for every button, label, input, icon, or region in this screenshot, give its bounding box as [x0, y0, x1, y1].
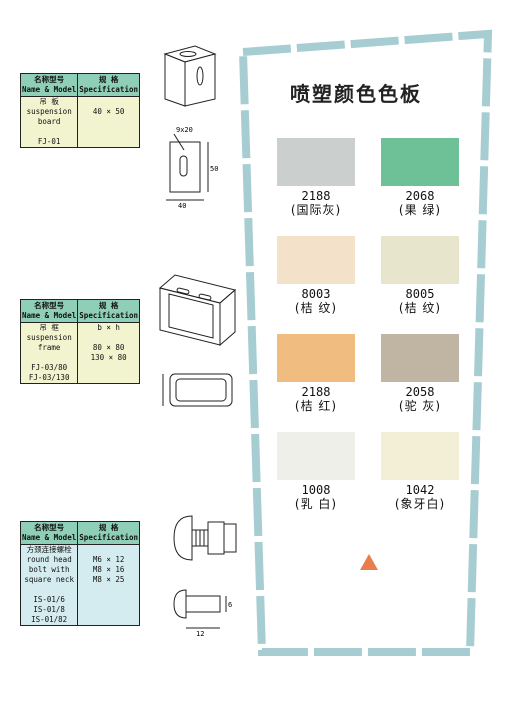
product-name-en: suspension — [26, 333, 72, 342]
header-specification: 规 格 Specification — [77, 521, 140, 545]
swatch-name: (果 绿) — [398, 203, 442, 217]
dim-label-slot: 9x20 — [176, 126, 193, 134]
product-name-cell: 吊 框 suspension frame FJ-03/80 FJ-03/130 — [19, 322, 79, 384]
swatch-name: (象牙白) — [394, 497, 446, 511]
bolt-3d-drawing — [173, 515, 237, 561]
color-swatch — [277, 432, 355, 480]
model-code: IS-01/82 — [31, 615, 68, 624]
header-name-model: 名称型号 Name & Model — [19, 521, 79, 545]
model-code: IS-01/8 — [33, 605, 65, 614]
dim-label-height: 50 — [210, 165, 218, 173]
header-spec-cn: 规 格 — [98, 75, 119, 84]
dim-label-bolt-diameter: 6 — [228, 601, 232, 609]
header-name-cn: 名称型号 — [34, 523, 65, 532]
color-swatch — [381, 236, 459, 284]
color-swatch — [277, 138, 355, 186]
header-specification: 规 格 Specification — [77, 73, 140, 97]
product-name-en: bolt with — [28, 565, 70, 574]
product-name-en: round head — [26, 555, 72, 564]
header-name-cn: 名称型号 — [34, 75, 65, 84]
suspension-frame-3d-drawing — [158, 274, 237, 347]
product-name-cn: 吊 框 — [39, 323, 59, 332]
spec-cell: b × h 80 × 80 130 × 80 — [77, 322, 140, 384]
product-name-en: frame — [37, 343, 61, 352]
product-name-en: suspension — [26, 107, 72, 116]
panel-title: 喷塑颜色色板 — [290, 82, 422, 106]
product-name-cn: 方颈连接螺栓 — [26, 545, 72, 554]
product-name-en: board — [37, 117, 61, 126]
header-name-cn: 名称型号 — [34, 301, 65, 310]
header-name-model: 名称型号 Name & Model — [19, 299, 79, 323]
swatch-name: (乳 白) — [294, 497, 338, 511]
header-name-en: Name & Model — [22, 85, 77, 94]
header-name-model: 名称型号 Name & Model — [19, 73, 79, 97]
spec-table-suspension-board: 名称型号 Name & Model 规 格 Specification 吊 板 … — [19, 73, 140, 148]
bolt-dimension-drawing: 6 12 — [173, 589, 232, 638]
header-spec-en: Specification — [79, 311, 138, 320]
swatch-name: (国际灰) — [290, 203, 342, 217]
header-spec-en: Specification — [79, 533, 138, 542]
product-name-cell: 吊 板 suspension board FJ-01 — [19, 96, 79, 148]
model-code: FJ-01 — [37, 137, 61, 146]
swatch-code: 8003 — [301, 287, 331, 301]
header-specification: 规 格 Specification — [77, 299, 140, 323]
swatch-name: (桔 纹) — [294, 301, 338, 315]
triangle-marker-icon — [360, 554, 378, 570]
spec-value: M8 × 25 — [92, 575, 125, 584]
header-spec-cn: 规 格 — [98, 523, 119, 532]
spec-value: M6 × 12 — [92, 555, 125, 564]
swatch-code: 1042 — [405, 483, 435, 497]
swatch-code: 2068 — [405, 189, 435, 203]
spec-value: 40 × 50 — [92, 107, 125, 116]
model-code: IS-01/6 — [33, 595, 65, 604]
spec-value: 130 × 80 — [90, 353, 127, 362]
product-name-cn: 吊 板 — [39, 97, 59, 106]
spec-table-round-head-bolt: 名称型号 Name & Model 规 格 Specification 方颈连接… — [19, 521, 140, 626]
color-swatch — [381, 138, 459, 186]
swatch-name: (驼 灰) — [398, 399, 442, 413]
swatch-code: 2058 — [405, 385, 435, 399]
suspension-board-3d-drawing — [163, 45, 217, 107]
spec-cell: 40 × 50 — [77, 96, 140, 148]
suspension-frame-section-drawing — [162, 373, 233, 407]
swatch-code: 8005 — [405, 287, 435, 301]
header-name-en: Name & Model — [22, 533, 77, 542]
header-name-en: Name & Model — [22, 311, 77, 320]
model-code: FJ-03/80 — [31, 363, 68, 372]
swatch-code: 1008 — [301, 483, 331, 497]
header-spec-cn: 规 格 — [98, 301, 119, 310]
model-code: FJ-03/130 — [28, 373, 70, 382]
header-spec-en: Specification — [79, 85, 138, 94]
color-swatch — [277, 236, 355, 284]
dim-label-width: 40 — [178, 202, 186, 208]
swatch-name: (桔 纹) — [398, 301, 442, 315]
color-swatch — [381, 432, 459, 480]
swatch-name: (桔 红) — [294, 399, 338, 413]
spec-table-suspension-frame: 名称型号 Name & Model 规 格 Specification 吊 框 … — [19, 299, 140, 384]
color-swatch — [381, 334, 459, 382]
suspension-board-dimension-drawing: 9x20 50 40 — [166, 126, 218, 208]
spec-title: b × h — [97, 323, 120, 332]
spec-value: M8 × 16 — [92, 565, 125, 574]
spec-cell: M6 × 12 M8 × 16 M8 × 25 — [77, 544, 140, 626]
swatch-code: 2188 — [301, 385, 331, 399]
spec-value: 80 × 80 — [92, 343, 125, 352]
product-name-en: square neck — [24, 575, 74, 584]
product-name-cell: 方颈连接螺栓 round head bolt with square neck … — [19, 544, 79, 626]
color-swatch — [277, 334, 355, 382]
dim-label-bolt-length: 12 — [196, 630, 204, 638]
swatch-code: 2188 — [301, 189, 331, 203]
